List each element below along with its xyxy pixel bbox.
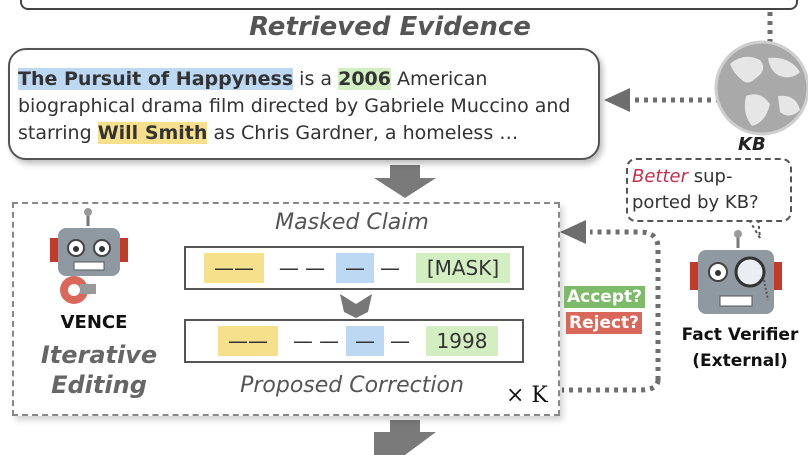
fact-verifier-external: (External) xyxy=(692,351,788,371)
speech-bubble xyxy=(626,158,792,222)
masked-token-2: — — xyxy=(278,256,326,280)
proposed-token-2: — — xyxy=(292,329,340,353)
previous-stage-box xyxy=(20,0,798,10)
mask-token: [MASK] xyxy=(416,253,510,283)
evidence-film-title: The Pursuit of Happyness xyxy=(18,68,294,90)
vence-label: VENCE xyxy=(60,312,128,333)
evidence-text: The Pursuit of Happyness is a 2006 Ameri… xyxy=(18,66,598,147)
evidence-text-4: American biographical drama film directe… xyxy=(18,68,571,144)
bubble-rest: sup-ported by KB? xyxy=(632,166,759,213)
bubble-better: Better xyxy=(632,166,689,187)
masked-token-3: — xyxy=(336,253,374,283)
correction-token: 1998 xyxy=(426,326,498,356)
iterative-editing-label: Iterative Editing xyxy=(40,341,158,399)
masked-claim-label: Masked Claim xyxy=(275,210,429,235)
evidence-actor: Will Smith xyxy=(97,122,208,144)
proposed-correction-label: Proposed Correction xyxy=(240,373,464,398)
loop-right-connector xyxy=(590,229,661,380)
proposed-token-4: — xyxy=(390,329,410,353)
kb-label: KB xyxy=(738,134,766,155)
reject-badge: Reject? xyxy=(566,312,643,334)
proposed-correction-box: —— — — — — 1998 xyxy=(184,319,524,363)
evidence-text-6: as Chris Gardner, a homeless … xyxy=(207,122,519,144)
down-arrow-evidence xyxy=(374,165,436,198)
masked-claim-box: —— — — — — [MASK] xyxy=(184,246,524,290)
loop-arrowhead xyxy=(560,220,586,244)
times-k-label: × K xyxy=(506,383,548,408)
bubble-tail xyxy=(746,217,761,239)
masked-token-4: — xyxy=(380,256,400,280)
proposed-token-1: —— xyxy=(218,326,278,356)
retrieved-evidence-title: Retrieved Evidence xyxy=(249,12,531,42)
fact-verifier-label: Fact Verifier (External) xyxy=(670,322,808,374)
bubble-text: Better sup-ported by KB? xyxy=(632,164,788,216)
proposed-token-3: — xyxy=(346,326,384,356)
accept-badge: Accept? xyxy=(564,286,645,308)
masked-token-1: —— xyxy=(204,253,264,283)
evidence-text-2: is a xyxy=(293,68,339,90)
fact-verifier-title: Fact Verifier xyxy=(681,325,799,345)
loop-bottom-connector xyxy=(562,379,661,393)
evidence-year: 2006 xyxy=(338,68,391,90)
down-arrow-output xyxy=(374,420,436,455)
kb-evidence-arrowhead xyxy=(604,88,630,112)
